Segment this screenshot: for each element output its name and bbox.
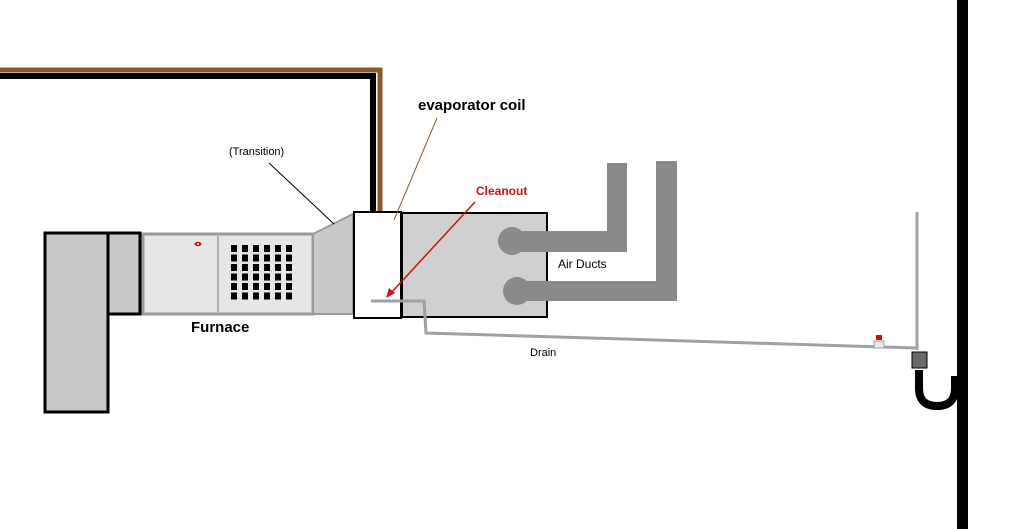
vent-slot: [286, 283, 292, 290]
air-duct-upper-collar: [498, 227, 526, 255]
refrigerant-line-inner: [0, 73, 376, 278]
vent-slot: [286, 292, 292, 300]
return-plenum: [43, 231, 110, 414]
air-duct-lower-collar: [503, 277, 531, 305]
vent-slot: [286, 254, 292, 262]
vent-slot: [253, 245, 259, 252]
evaporator-coil-label: evaporator coil: [418, 97, 526, 114]
transition-label: (Transition): [229, 146, 284, 158]
vent-slot: [231, 264, 237, 271]
vent-slot: [264, 264, 270, 271]
vent-slot: [264, 283, 270, 290]
vent-slot: [275, 264, 281, 271]
vent-slot: [231, 254, 237, 262]
vent-slot: [231, 283, 237, 290]
furnace: [141, 232, 315, 316]
transition: [312, 212, 354, 315]
vent-slot: [264, 245, 270, 252]
vent-slot: [264, 254, 270, 262]
transition-leader-line: [268, 162, 335, 225]
vent-slot: [253, 292, 259, 300]
air-ducts-label: Air Ducts: [558, 257, 607, 271]
vent-slot: [242, 254, 248, 262]
vent-slot: [286, 245, 292, 252]
vent-slot: [231, 273, 237, 281]
vent-slot: [275, 292, 281, 300]
air-ducts: [498, 161, 677, 305]
vent-slot: [275, 273, 281, 281]
refrigerant-line-outer: [0, 67, 383, 278]
drain-pan-outlet: [371, 299, 917, 350]
vent-slot: [242, 283, 248, 290]
refrigerant-lines: [0, 67, 383, 278]
vent-slot: [253, 273, 259, 281]
drain-label: Drain: [530, 347, 556, 359]
vent-slot: [253, 264, 259, 271]
cleanout-arrow: [386, 201, 476, 298]
furnace-vent-grille: [231, 245, 292, 300]
drain-cleanout-tee: [873, 340, 885, 349]
vent-slot: [242, 245, 248, 252]
air-duct-upper: [512, 163, 627, 252]
blower-section: [106, 231, 142, 316]
vent-slot: [286, 273, 292, 281]
flame-indicator-icon: [194, 241, 202, 247]
p-trap: [915, 370, 966, 411]
vent-slot: [231, 292, 237, 300]
cleanout-label: Cleanout: [476, 184, 527, 198]
vent-slot: [286, 264, 292, 271]
condensate-drain: [371, 212, 966, 411]
vent-slot: [264, 292, 270, 300]
drain-valve-icon: [876, 335, 882, 340]
vent-slot: [275, 245, 281, 252]
vent-slot: [275, 254, 281, 262]
vent-slot: [242, 273, 248, 281]
vent-slot: [253, 283, 259, 290]
vent-slot: [242, 264, 248, 271]
trap-coupling: [911, 351, 928, 369]
evaporator-coil-leader-line: [393, 117, 438, 221]
vent-slot: [253, 254, 259, 262]
vent-slot: [231, 245, 237, 252]
furnace-label: Furnace: [191, 319, 249, 336]
vent-slot: [275, 283, 281, 290]
vent-slot: [264, 273, 270, 281]
vent-slot: [242, 292, 248, 300]
wall-drain-stack: [957, 0, 968, 529]
air-duct-lower: [517, 161, 677, 301]
